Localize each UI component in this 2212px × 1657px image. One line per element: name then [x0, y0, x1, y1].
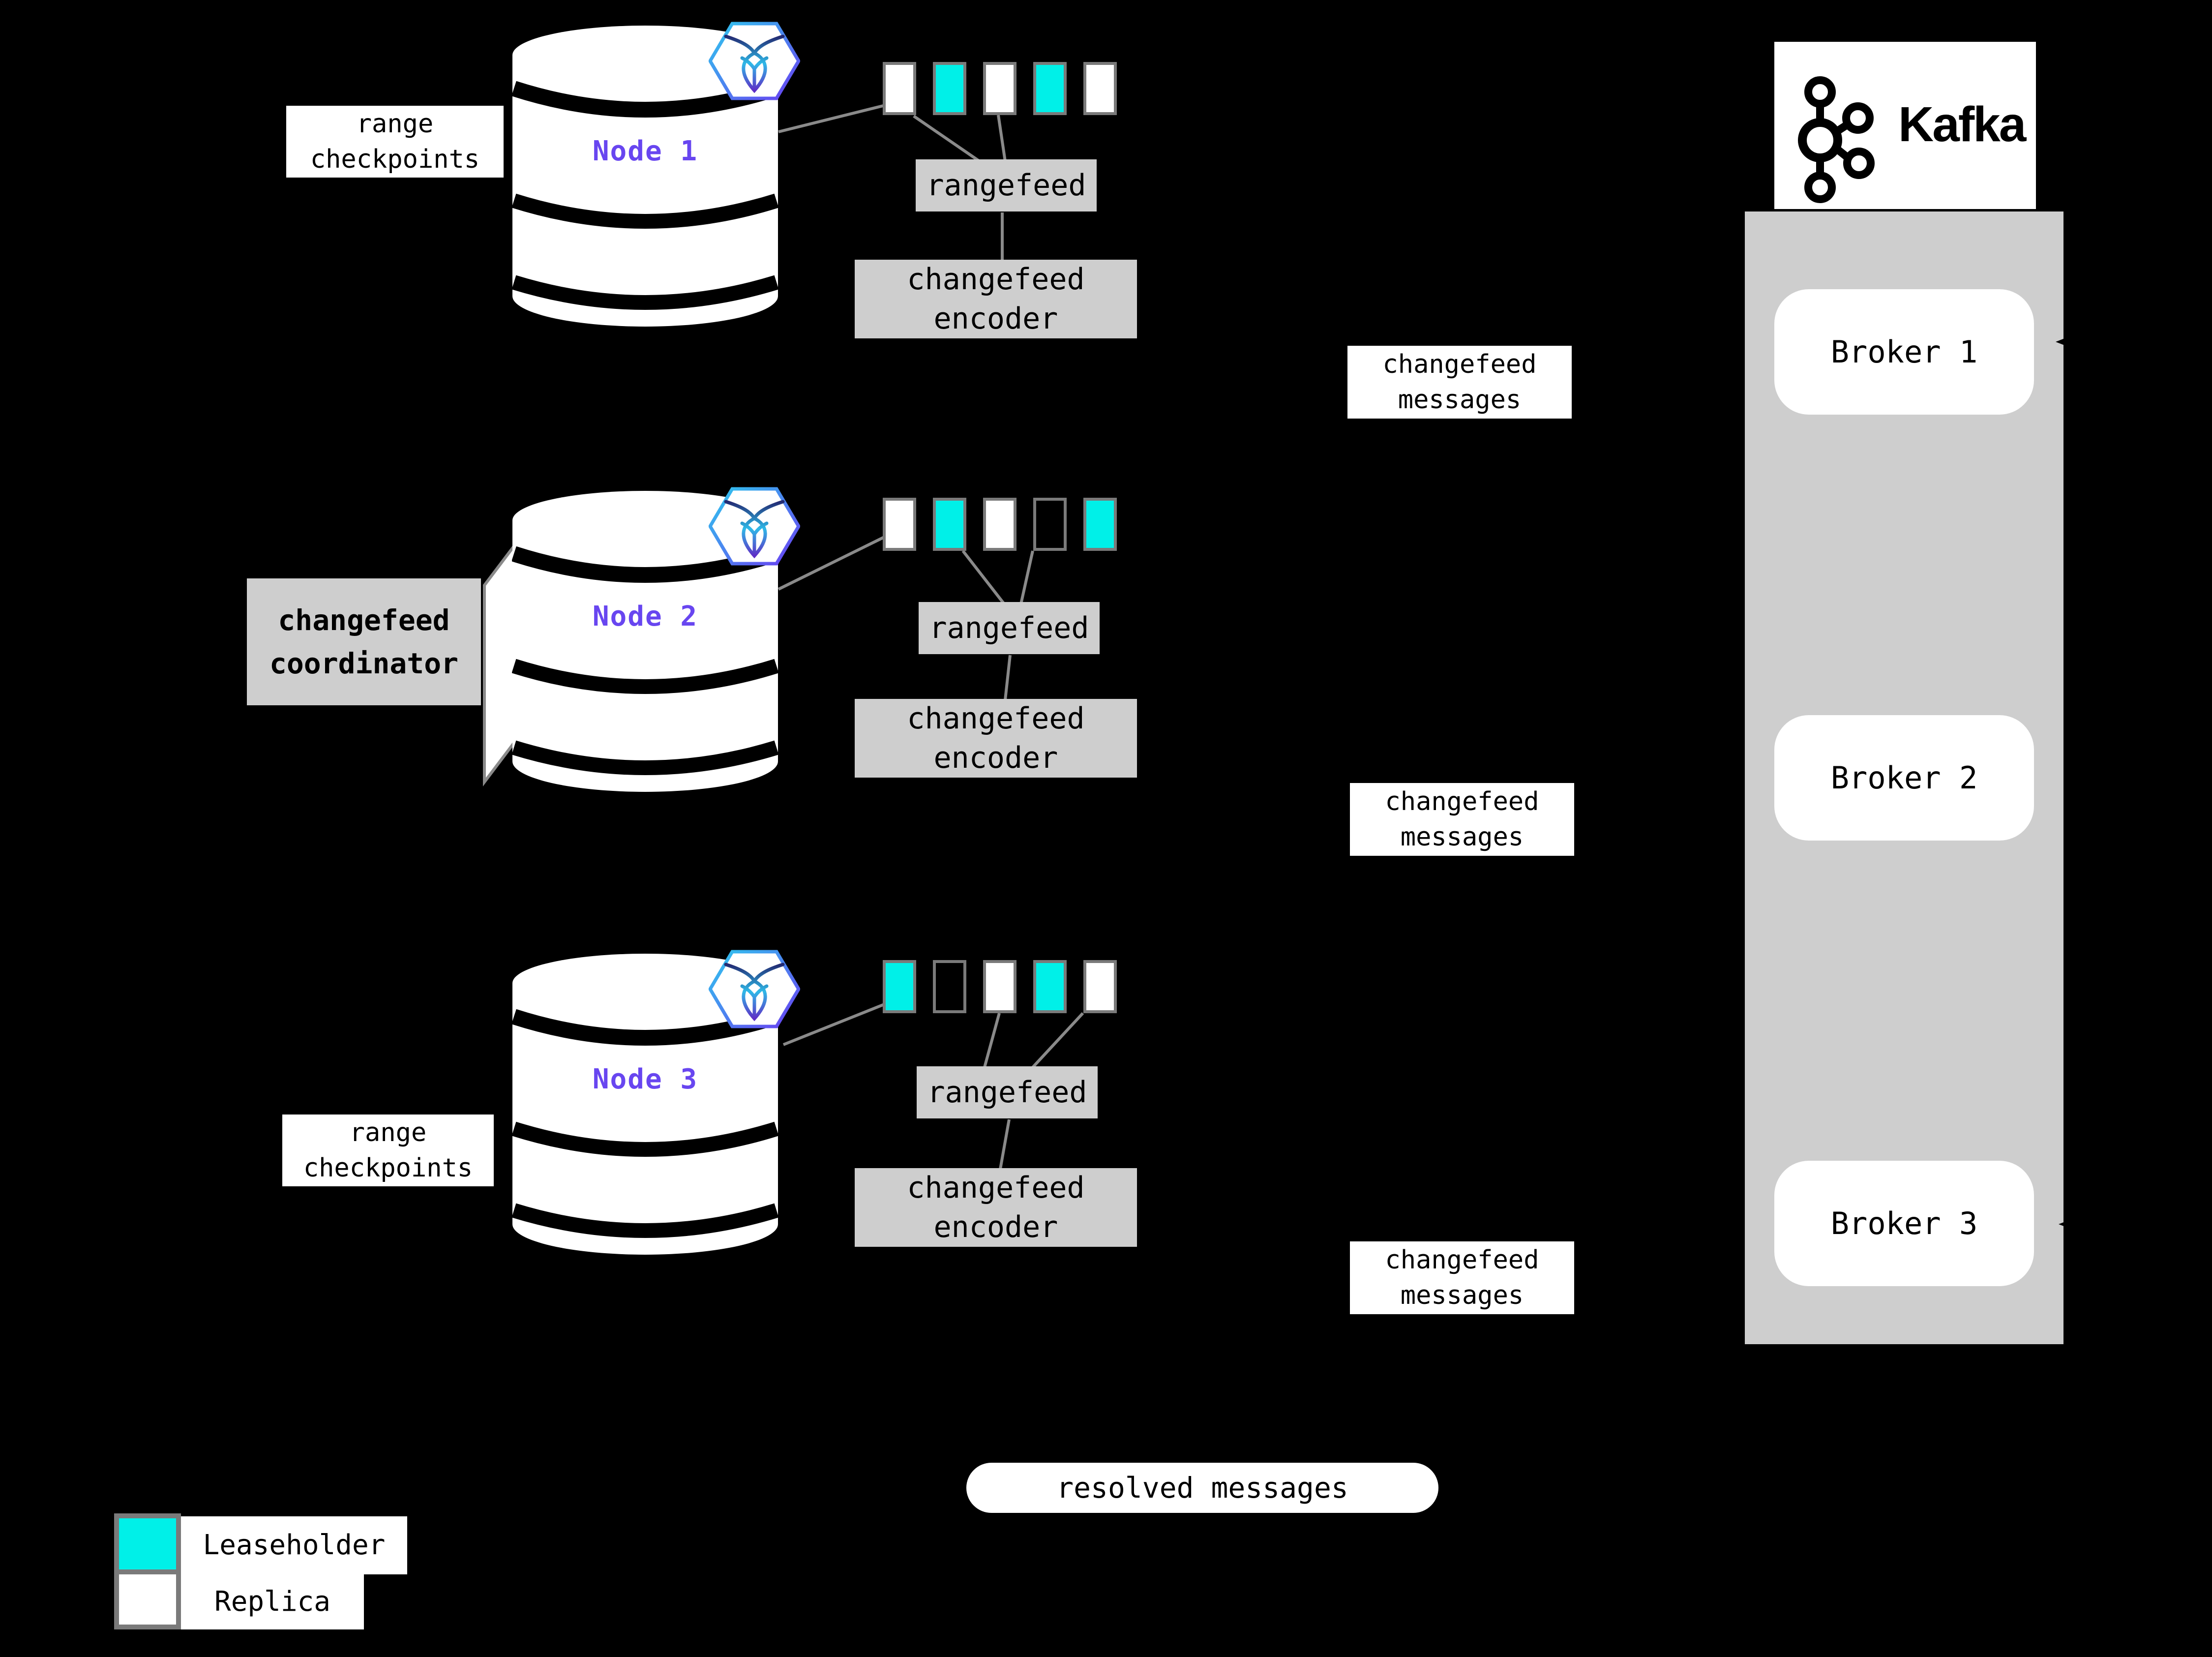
rangefeed-box: rangefeed: [919, 602, 1100, 654]
node-1-label: Node 1: [592, 135, 698, 167]
range-square-replica: [1083, 62, 1117, 115]
arrowhead-icon: [2056, 328, 2093, 356]
database-cylinder-icon: [512, 954, 778, 1255]
range-square-leaseholder: [1033, 960, 1067, 1013]
range-square-replica: [883, 498, 916, 551]
range-square-replica: [983, 498, 1016, 551]
range-square-replica: [883, 62, 916, 115]
changefeed-messages-label: changefeed messages: [1350, 1241, 1574, 1314]
rangefeed-box: rangefeed: [916, 159, 1097, 211]
changefeed-messages-label: changefeed messages: [1350, 783, 1574, 856]
database-cylinder-icon: [512, 491, 778, 792]
gray-connector-lines: [777, 104, 1084, 1170]
range-square-leaseholder: [883, 960, 916, 1013]
changefeed-encoder-box: changefeed encoder: [855, 1168, 1137, 1247]
node-3-label: Node 3: [592, 1063, 698, 1095]
node-1-ranges: [883, 62, 1117, 115]
legend-leaseholder-label: Leaseholder: [181, 1516, 407, 1574]
broker-1-box: Broker 1: [1774, 289, 2034, 415]
kafka-logo-box: Kafka: [1774, 42, 2036, 209]
range-checkpoints-label: range checkpoints: [286, 106, 504, 178]
cockroachdb-icon: [709, 22, 800, 100]
range-square-none: [1033, 498, 1067, 551]
changefeed-encoder-box: changefeed encoder: [855, 699, 1137, 778]
node-3-ranges: [883, 960, 1117, 1013]
rangefeed-box: rangefeed: [917, 1066, 1098, 1118]
changefeed-coordinator-box: changefeed coordinator: [247, 578, 481, 705]
changefeed-encoder-box: changefeed encoder: [855, 260, 1137, 338]
range-checkpoints-label: range checkpoints: [282, 1115, 494, 1186]
cockroachdb-icon: [709, 487, 800, 566]
range-square-leaseholder: [933, 62, 966, 115]
legend-replica-label: Replica: [181, 1574, 364, 1629]
arrowhead-icon: [2059, 1210, 2096, 1238]
range-square-leaseholder: [1033, 62, 1067, 115]
changefeed-messages-label: changefeed messages: [1347, 346, 1572, 419]
node-2-label: Node 2: [592, 600, 698, 633]
resolved-messages-pill: resolved messages: [966, 1463, 1438, 1513]
range-square-replica: [1083, 960, 1117, 1013]
cockroachdb-icon: [709, 950, 800, 1028]
kafka-logo-icon: [1798, 76, 1875, 203]
range-square-leaseholder: [1083, 498, 1117, 551]
range-square-replica: [983, 62, 1016, 115]
node-2-ranges: [883, 498, 1117, 551]
broker-3-box: Broker 3: [1774, 1161, 2034, 1286]
range-square-leaseholder: [933, 498, 966, 551]
broker-2-box: Broker 2: [1774, 715, 2034, 841]
kafka-wordmark: Kafka: [1898, 96, 2026, 152]
range-square-none: [933, 960, 966, 1013]
legend-replica-swatch: [114, 1569, 181, 1629]
range-square-replica: [983, 960, 1016, 1013]
